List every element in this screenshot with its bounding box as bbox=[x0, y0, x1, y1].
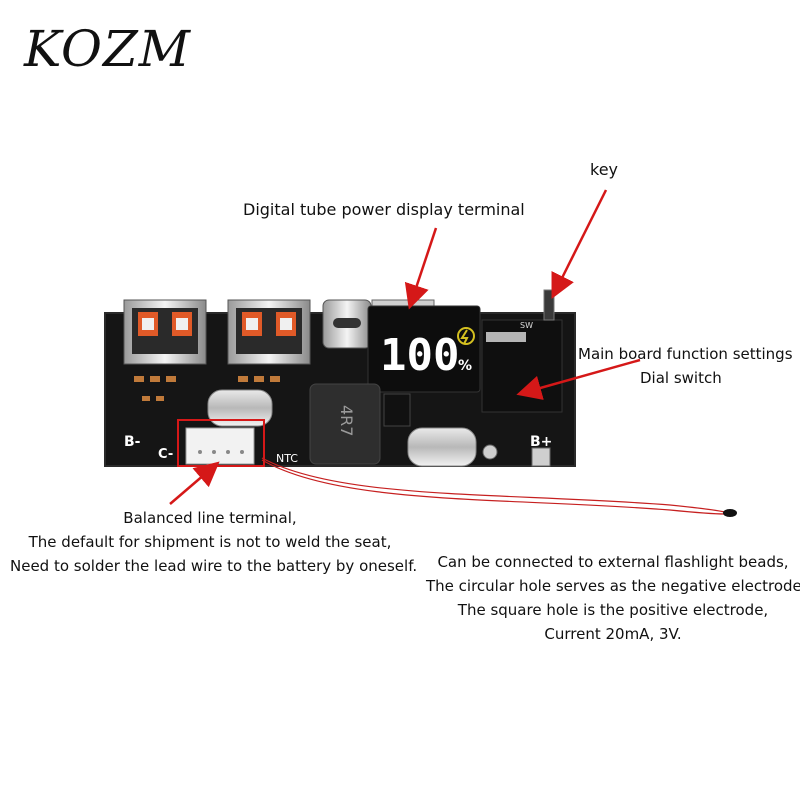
ntc-wire bbox=[261, 457, 726, 513]
arrow-dial bbox=[516, 358, 641, 400]
thermistor-bead bbox=[723, 509, 737, 517]
c-minus-label: C- bbox=[158, 447, 173, 462]
b-plus-label: B+ bbox=[530, 434, 552, 450]
inductor bbox=[309, 383, 381, 465]
capacitor-2 bbox=[407, 427, 477, 467]
negative-pad bbox=[482, 444, 498, 460]
arrow-display bbox=[404, 227, 438, 310]
flashlight-line-3: The square hole is the positive electrod… bbox=[457, 601, 769, 619]
positive-pad bbox=[531, 447, 551, 467]
svg-text:SW: SW bbox=[520, 321, 533, 330]
display-digits: 100 bbox=[380, 330, 459, 381]
flashlight-line-2: The circular hole serves as the negative… bbox=[426, 577, 800, 595]
display-percent: % bbox=[458, 358, 472, 374]
label-flashlight: Can be connected to external flashlight … bbox=[426, 550, 800, 646]
small-ic bbox=[383, 393, 411, 427]
capacitor-1 bbox=[207, 389, 273, 427]
brand-logo: KOZM bbox=[24, 20, 191, 78]
usb-port-1 bbox=[123, 299, 207, 365]
ntc-label: NTC bbox=[276, 452, 298, 465]
arrow-balanced bbox=[169, 461, 220, 505]
charge-icon bbox=[457, 327, 475, 345]
label-key: key bbox=[590, 160, 619, 179]
flashlight-line-1: Can be connected to external flashlight … bbox=[437, 553, 789, 571]
balanced-line-1: Balanced line terminal, bbox=[123, 509, 297, 527]
label-balanced: Balanced line terminal, The default for … bbox=[10, 506, 418, 578]
svg-text:4R7: 4R7 bbox=[337, 405, 356, 436]
label-dial-1: Main board function settings bbox=[578, 345, 793, 363]
balanced-line-3: Need to solder the lead wire to the batt… bbox=[10, 557, 418, 575]
flashlight-line-4: Current 20mA, 3V. bbox=[544, 625, 682, 643]
usb-port-2 bbox=[227, 299, 311, 365]
arrow-key bbox=[551, 189, 608, 299]
balanced-line-2: The default for shipment is not to weld … bbox=[28, 533, 392, 551]
key-switch bbox=[543, 289, 555, 321]
label-display: Digital tube power display terminal bbox=[243, 200, 525, 219]
balance-connector bbox=[185, 427, 255, 465]
b-minus-label: B- bbox=[124, 434, 141, 450]
label-dial-2: Dial switch bbox=[640, 369, 722, 387]
